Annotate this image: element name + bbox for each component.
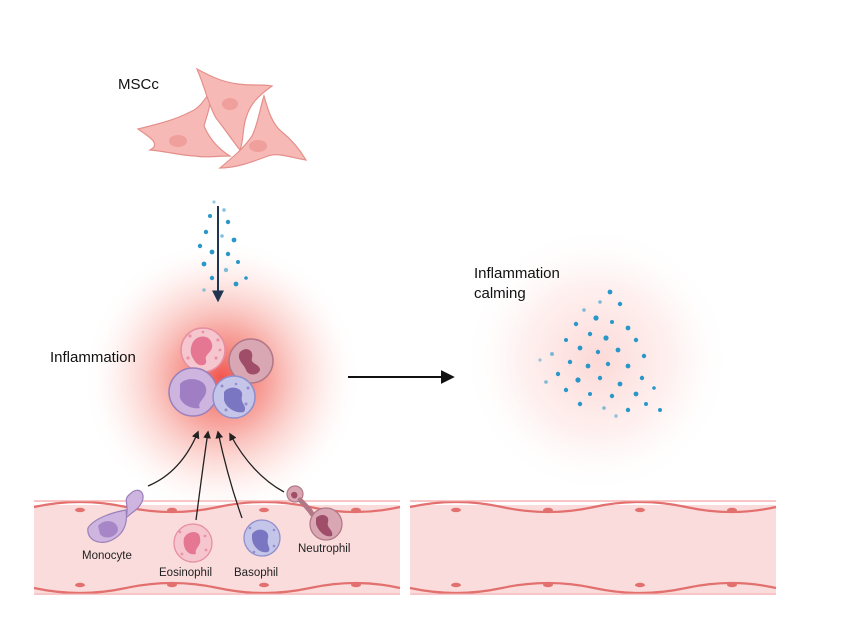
msc-cells — [136, 67, 308, 169]
blood-vessel-right — [409, 500, 777, 595]
vessel-monocyte — [87, 489, 144, 543]
blood-vessel-left — [33, 500, 401, 595]
msc-nucleus-1 — [169, 135, 187, 147]
inflammation-calming-label-line1: Inflammation — [474, 265, 560, 282]
msc-nucleus-3 — [249, 140, 267, 152]
basophil-label: Basophil — [234, 567, 279, 579]
calming-vesicles — [538, 289, 662, 418]
inflammation-label: Inflammation — [50, 349, 136, 366]
inflammation-calming-label-line2: calming — [474, 285, 526, 302]
calming-glow — [462, 225, 732, 495]
msc-cell-2 — [195, 67, 274, 152]
msc-cell-3 — [218, 93, 308, 169]
msc-nucleus-2 — [222, 98, 238, 110]
vessel-neutrophil — [286, 485, 343, 541]
cluster-monocyte — [168, 367, 218, 417]
mscs-label: MSCc — [118, 76, 159, 93]
vessel-basophil — [243, 519, 281, 557]
secreted-vesicles — [197, 200, 248, 292]
eosinophil-label: Eosinophil — [159, 567, 213, 579]
cluster-basophil — [212, 375, 256, 419]
neutrophil-label: Neutrophil — [298, 543, 351, 555]
cluster-eosinophil — [180, 327, 226, 373]
inflammation-glow — [82, 238, 362, 518]
leukocyte-cluster — [168, 327, 274, 419]
msc-cell-1 — [136, 90, 233, 158]
recruitment-arrows — [147, 430, 285, 521]
vessel-eosinophil — [173, 523, 213, 563]
cluster-neutrophil — [228, 338, 274, 384]
monocyte-label: Monocyte — [82, 550, 132, 562]
